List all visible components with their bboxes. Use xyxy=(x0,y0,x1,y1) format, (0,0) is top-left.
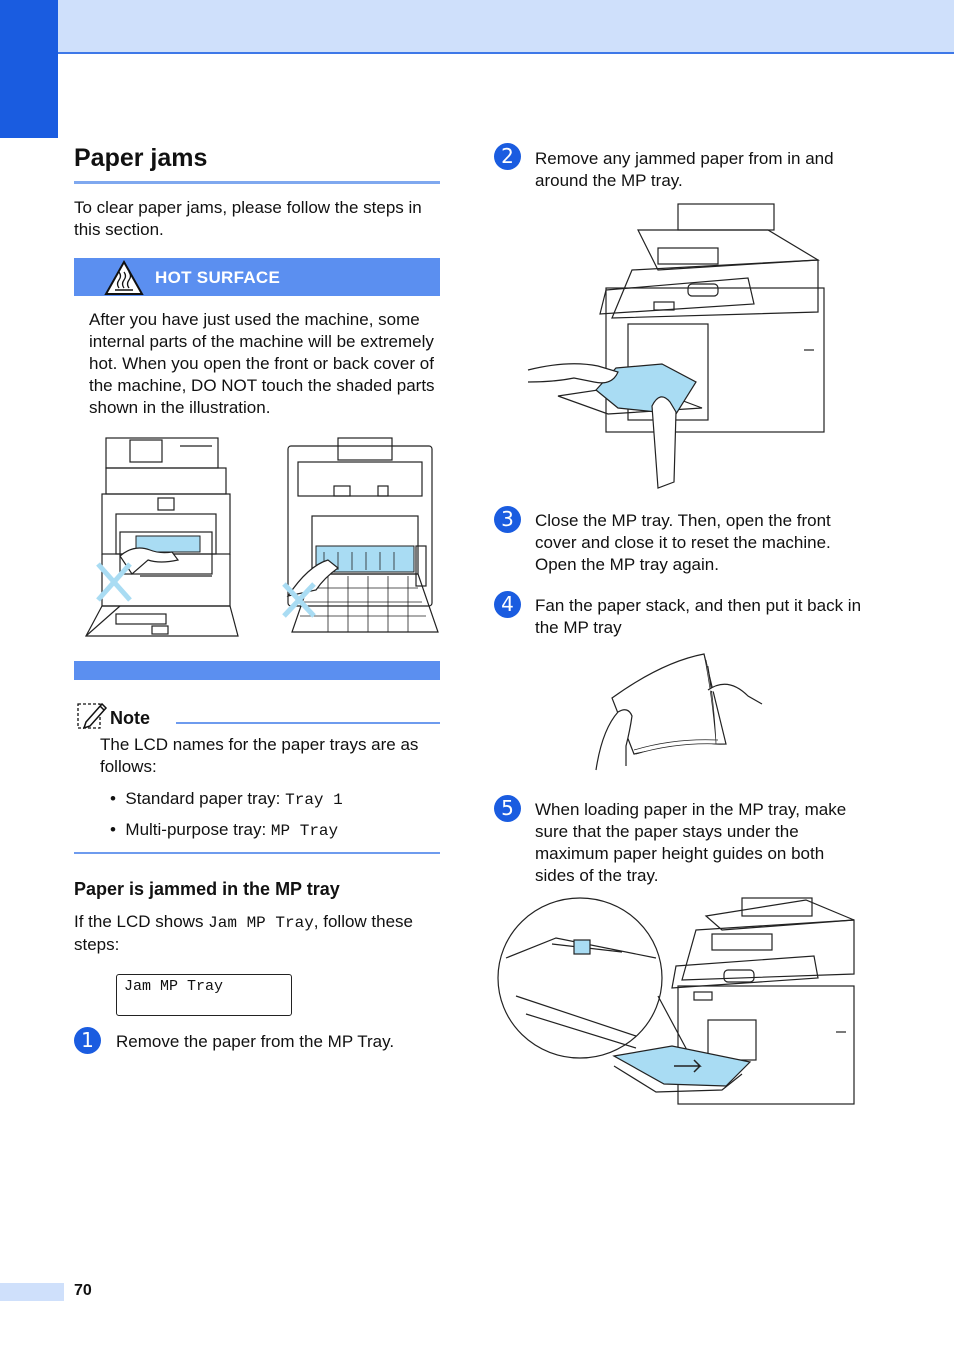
step-4-badge: 4 xyxy=(494,591,521,618)
section-intro: To clear paper jams, please follow the s… xyxy=(74,198,422,239)
hot-surface-text: After you have just used the machine, so… xyxy=(89,310,435,417)
step-2-text: Remove any jammed paper from in and arou… xyxy=(535,149,834,190)
mp-tray-jam-illustration xyxy=(527,203,825,489)
note-item-label: Standard paper tray: xyxy=(125,789,286,808)
step-1-badge: 1 xyxy=(74,1027,101,1054)
step-2-badge: 2 xyxy=(494,143,521,170)
note-item-mp-tray: • Multi-purpose tray: MP Tray xyxy=(110,820,339,840)
note-label: Note xyxy=(110,708,150,728)
hot-surface-label: HOT SURFACE xyxy=(155,268,281,287)
chapter-tab xyxy=(0,0,58,138)
note-rule xyxy=(176,722,440,724)
fan-paper-stack-illustration xyxy=(595,653,763,771)
mp-tray-loading-illustration xyxy=(497,897,855,1105)
machine-back-open-illustration xyxy=(282,437,439,633)
step-3-text: Close the MP tray. Then, open the front … xyxy=(535,511,831,574)
page-number: 70 xyxy=(74,1282,92,1299)
lcd-display: Jam MP Tray xyxy=(116,974,292,1016)
note-item-value: Tray 1 xyxy=(285,791,343,809)
step-1-text: Remove the paper from the MP Tray. xyxy=(116,1032,395,1051)
hot-surface-banner-end xyxy=(74,661,440,680)
step-3-badge: 3 xyxy=(494,506,521,533)
page-number-bar xyxy=(0,1283,64,1301)
note-end-rule xyxy=(74,852,440,854)
note-item-label: Multi-purpose tray: xyxy=(125,820,271,839)
note-item-tray1: • Standard paper tray: Tray 1 xyxy=(110,789,343,809)
note-text: The LCD names for the paper trays are as… xyxy=(100,735,419,776)
lcd-text: Jam MP Tray xyxy=(124,978,224,995)
subsection-title: Paper is jammed in the MP tray xyxy=(74,879,340,899)
note-pencil-icon xyxy=(77,702,108,730)
step-5-badge: 5 xyxy=(494,795,521,822)
step-4-text: Fan the paper stack, and then put it bac… xyxy=(535,596,862,637)
lcd-message-inline: Jam MP Tray xyxy=(208,914,314,932)
note-item-value: MP Tray xyxy=(270,822,339,840)
step-5-text: When loading paper in the MP tray, make … xyxy=(535,800,847,885)
header-band xyxy=(58,0,954,54)
hot-surface-icon xyxy=(104,259,144,295)
title-rule xyxy=(74,181,440,184)
subsection-intro: If the LCD shows Jam MP Tray, follow the… xyxy=(74,912,414,954)
section-title: Paper jams xyxy=(74,144,208,172)
machine-front-open-illustration xyxy=(85,437,239,637)
